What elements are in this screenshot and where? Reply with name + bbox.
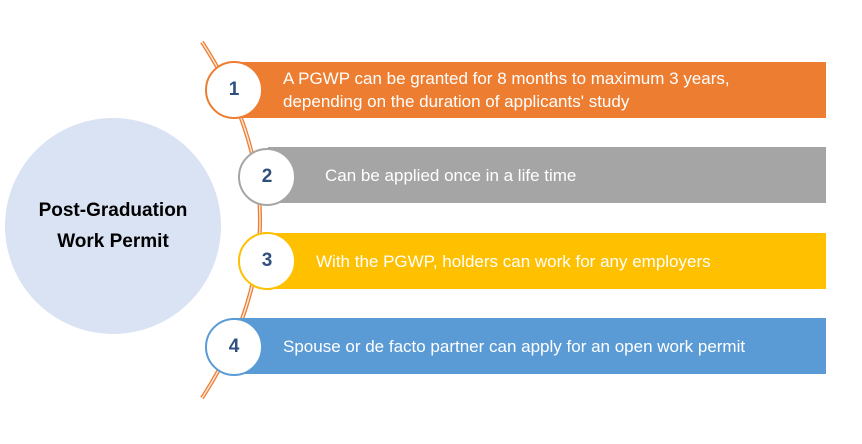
item-bar-1: A PGWP can be granted for 8 months to ma… — [236, 62, 826, 118]
item-bar-2: Can be applied once in a life time — [268, 147, 826, 203]
item-number-4: 4 — [228, 336, 240, 357]
item-text-1: A PGWP can be granted for 8 months to ma… — [283, 69, 730, 111]
item-number-circle-1: 1 — [205, 61, 263, 119]
item-number-circle-3: 3 — [238, 232, 296, 290]
item-number-3: 3 — [261, 250, 273, 271]
item-number-2: 2 — [261, 166, 273, 187]
central-topic-circle: Post-Graduation Work Permit — [5, 118, 221, 334]
item-text-2: Can be applied once in a life time — [325, 165, 577, 185]
item-number-circle-4: 4 — [205, 318, 263, 376]
item-bar-4: Spouse or de facto partner can apply for… — [236, 318, 826, 374]
item-text-3: With the PGWP, holders can work for any … — [316, 251, 711, 271]
item-bar-3: With the PGWP, holders can work for any … — [268, 233, 826, 289]
item-number-circle-2: 2 — [238, 148, 296, 206]
central-topic-label: Post-Graduation Work Permit — [38, 200, 188, 252]
item-number-1: 1 — [228, 79, 240, 100]
item-text-4: Spouse or de facto partner can apply for… — [283, 336, 746, 356]
